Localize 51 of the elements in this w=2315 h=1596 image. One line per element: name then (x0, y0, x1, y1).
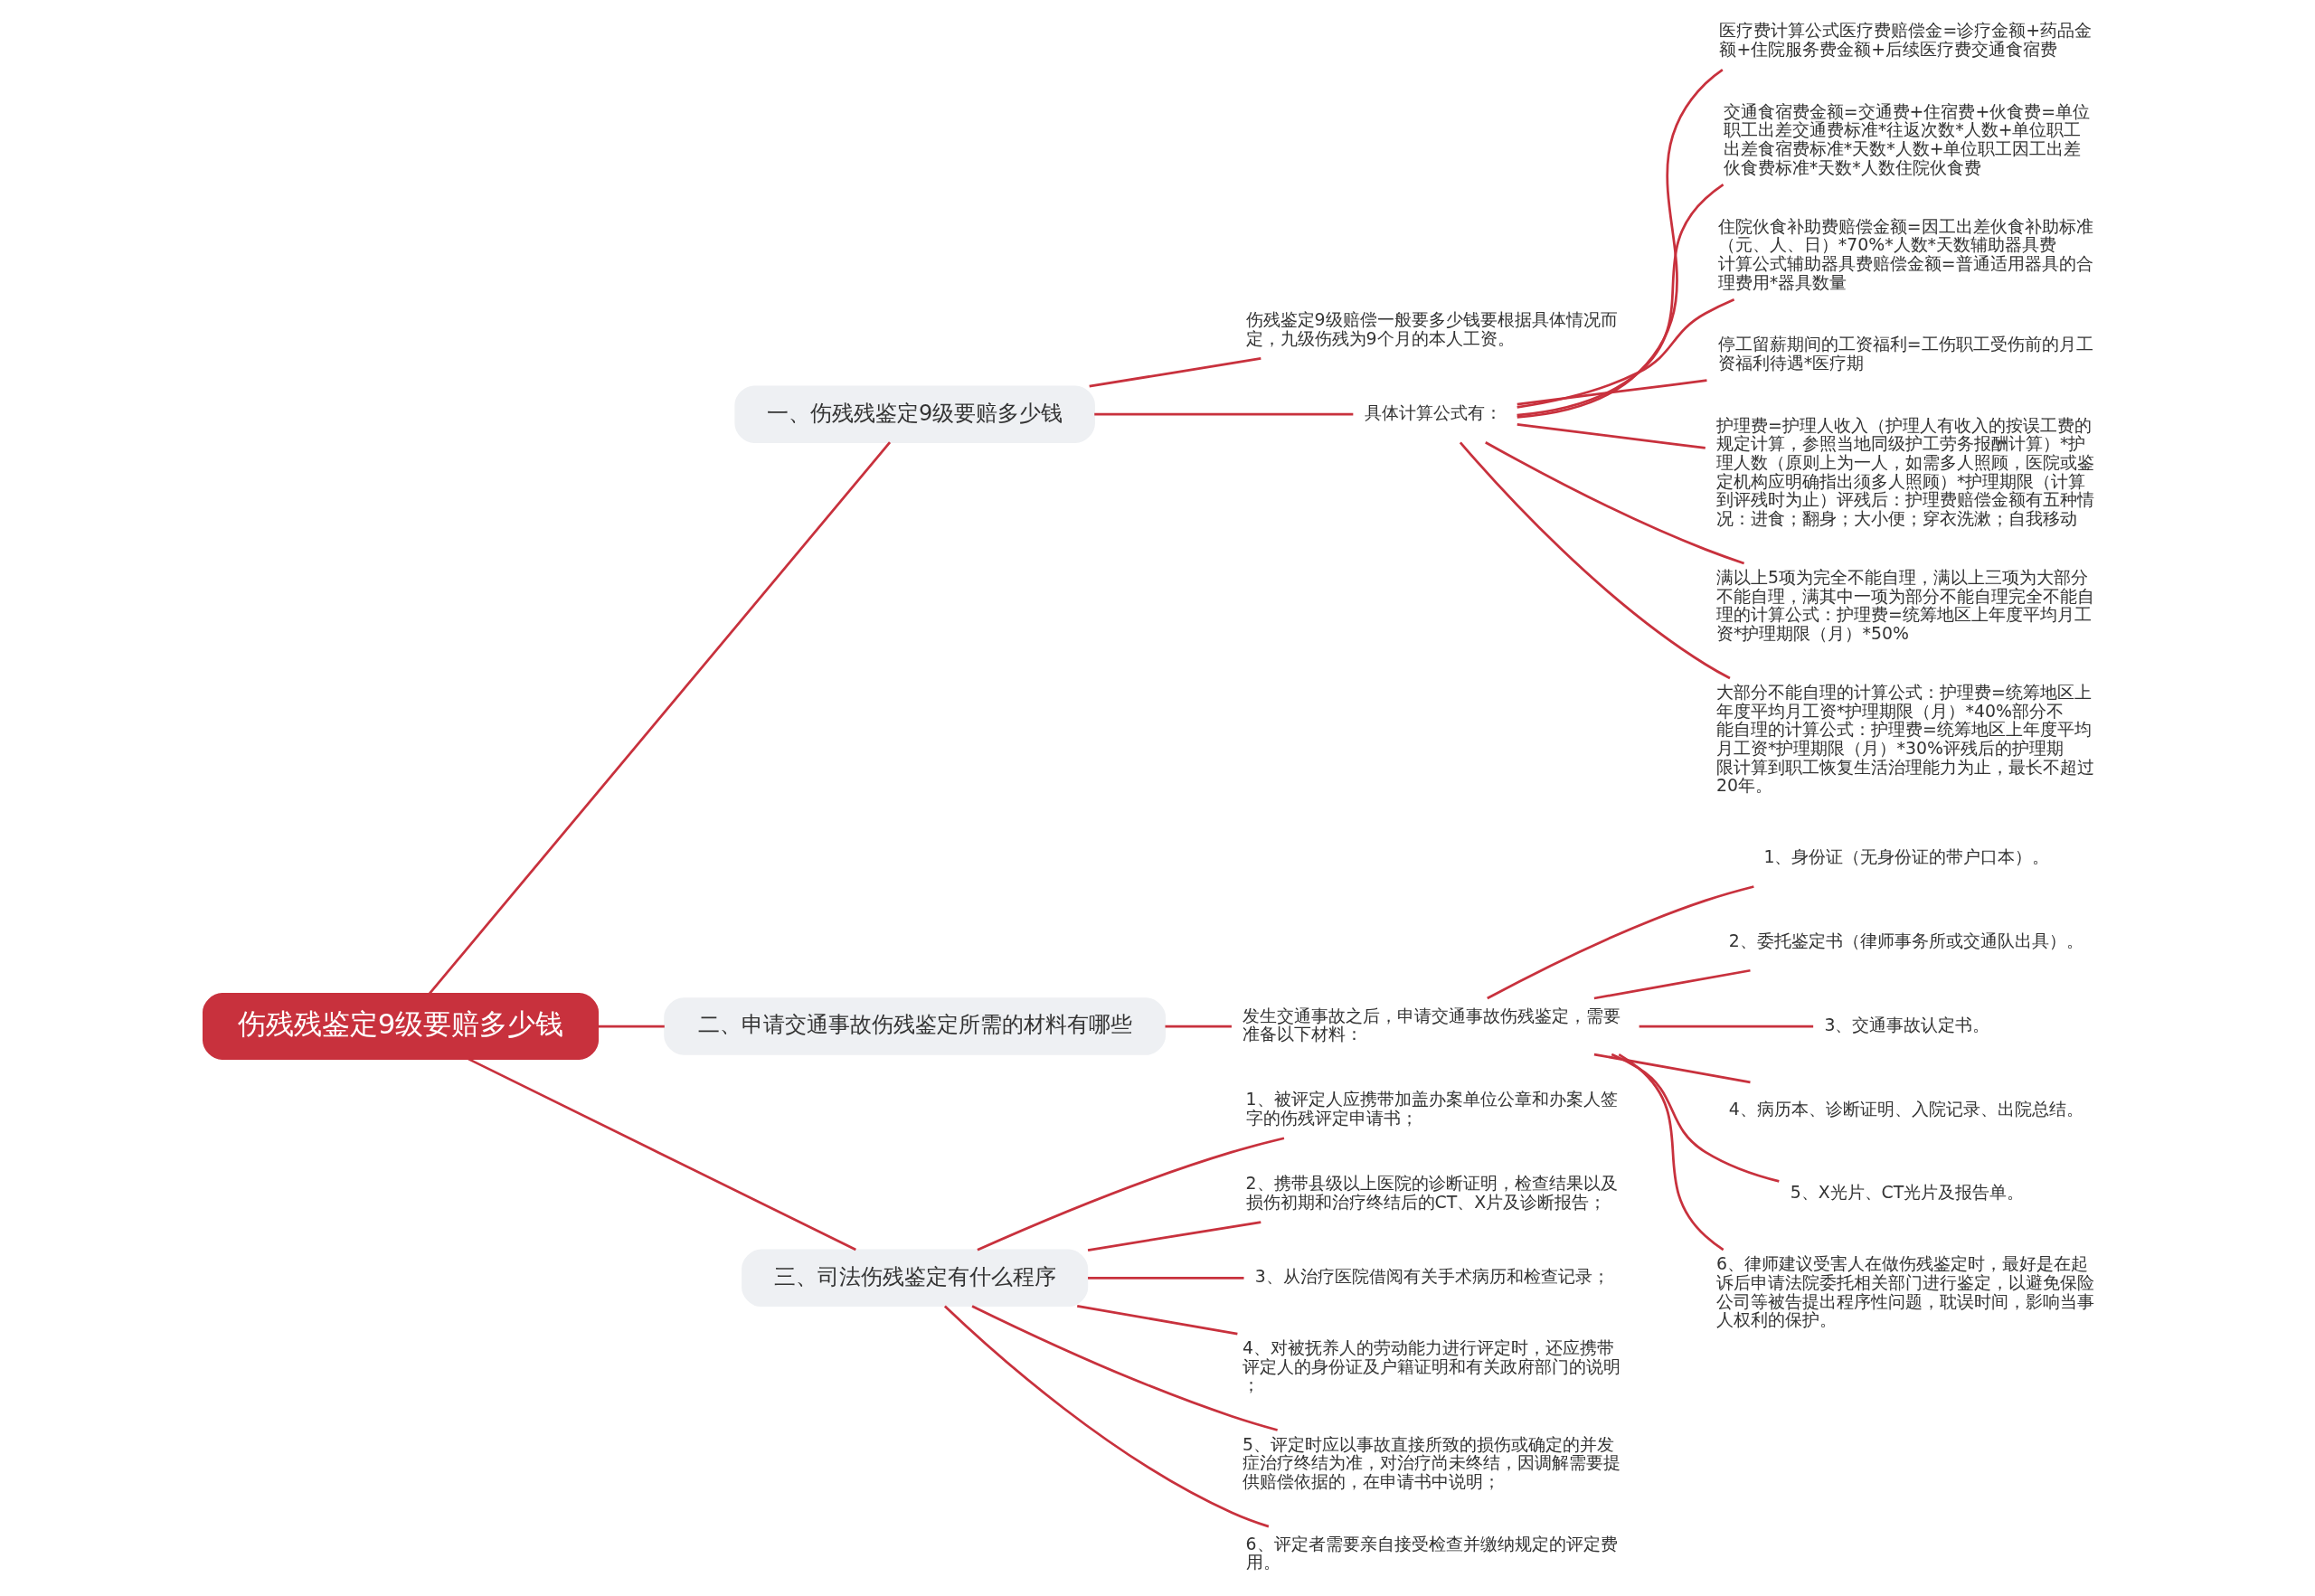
connector (1618, 1053, 1724, 1251)
connector (598, 1025, 665, 1028)
node-box: 一、伤残残鉴定9级要赔多少钱 (733, 385, 1095, 443)
connector (1516, 298, 1734, 409)
node-box: 伤残残鉴定9级要赔多少钱 (202, 993, 599, 1060)
node-text: 住院伙食补助费赔偿金额=因工出差伙食补助标准（元、人、日）*70%*人数*天数辅助器具费计算公式辅助器具费赔偿金额=普通适用器具的合理费用*器具数量 (1717, 215, 2093, 292)
node-text: 2、携带县级以上医院的诊断证明，检查结果以及损伤初期和治疗终结后的CT、X片及诊断报告； (1245, 1173, 1618, 1212)
connector (1087, 1276, 1244, 1280)
connector (1593, 1053, 1751, 1084)
node-text: 5、评定时应以事故直接所致的损伤或确定的并发症治疗终结为准，对治疗尚未终结，因调解需要提供赔偿依据的，在申请书中说明； (1242, 1433, 1620, 1491)
node-text: 护理费=护理人收入（护理人有收入的按误工费的规定计算，参照当地同级护工劳务报酬计算）*护理人数（原则上为一人，如需多人照顾，医院或鉴定机构应明确指出须多人照顾）*护理期限（计算到评残时为止）评残后：护理费赔偿金额有五种情况：进食；翻身；大小便；穿衣洗漱；自我移动 (1715, 414, 2094, 528)
node-text: 4、对被抚养人的劳动能力进行评定时，还应携带评定人的身份证及户籍证明和有关政府部门的说明； (1242, 1337, 1620, 1395)
node-text: 具体计算公式有： (1364, 402, 1502, 422)
node-box: 二、申请交通事故伤残鉴定所需的材料有哪些 (663, 997, 1166, 1055)
node-text: 1、身份证（无身份证的带户口本）。 (1762, 846, 2049, 867)
connector (1093, 412, 1353, 416)
node-text: 医疗费计算公式医疗费赔偿金=诊疗金额+药品金额+住院服务费金额+后续医疗费交通食宿费 (1719, 20, 2092, 60)
connector (1611, 1053, 1780, 1183)
node-text: 3、交通事故认定书。 (1823, 1014, 1989, 1034)
node-text: 1、被评定人应携带加盖办案单位公章和办案人签字的伤残评定申请书； (1245, 1089, 1618, 1128)
connector (1459, 441, 1731, 680)
node-text: 6、律师建议受害人在做伤残鉴定时，最好是在起诉后申请法院委托相关部门进行鉴定，以避免保险公司等被告提出程序性问题，耽误时间，影响当事人权利的保护。 (1715, 1253, 2094, 1330)
connector (1517, 68, 1724, 419)
node-text: 4、病历本、诊断证明、入院记录、出院总结。 (1728, 1098, 2084, 1119)
connector (970, 1305, 1278, 1431)
connector (976, 1137, 1284, 1251)
node-text: 交通食宿费金额=交通费+住宿费+伙食费=单位职工出差交通费标准*往返次数*人数+单位职工出差食宿费标准*天数*人数+单位职工因工出差伙食费标准*天数*人数住院伙食费 (1723, 100, 2090, 177)
connector (1486, 885, 1754, 1000)
connector (1165, 1025, 1232, 1028)
node-text: 伤残鉴定9级赔偿一般要多少钱要根据具体情况而定，九级伤残为9个月的本人工资。 (1245, 308, 1618, 348)
connector (1088, 357, 1261, 388)
connector (467, 1057, 856, 1251)
node-text: 大部分不能自理的计算公式：护理费=统筹地区上年度平均月工资*护理期限（月）*40%部分不能自理的计算公式：护理费=统筹地区上年度平均月工资*护理期限（月）*30%评残后的护理期限计算到职工恢复生活治理能力为止，最长不超过20年。 (1715, 682, 2094, 796)
connector (1517, 422, 1706, 449)
connector (428, 441, 891, 995)
node-text: 3、从治疗医院借阅有关手术病历和检查记录； (1254, 1266, 1610, 1287)
connector (1517, 379, 1707, 406)
node-text: 停工留薪期间的工资福利=工伤职工受伤前的月工资福利待遇*医疗期 (1717, 334, 2093, 373)
node-text: 发生交通事故之后，申请交通事故伤残鉴定，需要准备以下材料： (1242, 1005, 1620, 1044)
connector (1076, 1304, 1238, 1336)
connector (1087, 1221, 1261, 1251)
node-text: 2、委托鉴定书（律师事务所或交通队出具）。 (1728, 930, 2084, 951)
node-text: 满以上5项为完全不能自理，满以上三项为大部分不能自理，满其中一项为部分不能自理完全不能自理的计算公式：护理费=统筹地区上年度平均月工资*护理期限（月）*50% (1715, 567, 2094, 643)
node-text: 5、X光片、CT光片及报告单。 (1790, 1182, 2024, 1203)
connector (1484, 441, 1744, 565)
connector (1516, 183, 1724, 417)
connector (1639, 1025, 1813, 1028)
connector (1593, 968, 1751, 1000)
connector (943, 1305, 1269, 1528)
node-box: 三、司法伤残鉴定有什么程序 (741, 1249, 1088, 1308)
node-text: 6、评定者需要亲自接受检查并缴纳规定的评定费用。 (1245, 1533, 1618, 1572)
